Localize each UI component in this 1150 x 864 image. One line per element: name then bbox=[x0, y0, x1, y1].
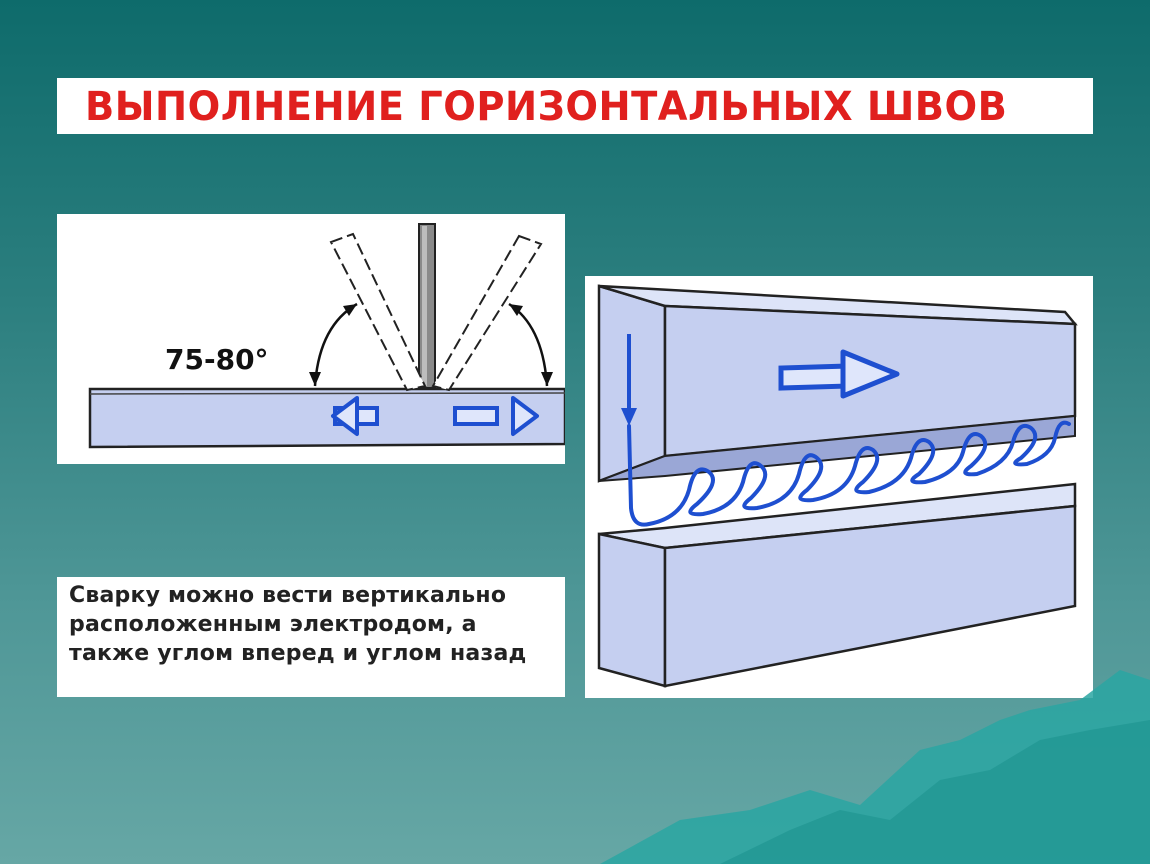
angle-label: 75-80° bbox=[165, 343, 269, 376]
upper-plate-end bbox=[597, 284, 667, 483]
title-banner: ВЫПОЛНЕНИЕ ГОРИЗОНТАЛЬНЫХ ШВОВ bbox=[57, 78, 1093, 134]
horizontal-seam-diagram bbox=[585, 276, 1093, 698]
horizontal-seam-svg bbox=[597, 284, 1078, 688]
angle-arc-right bbox=[508, 302, 549, 387]
direction-arrow-icon bbox=[778, 349, 900, 399]
caption-box: Сварку можно вести вертикально расположе… bbox=[57, 577, 565, 697]
forward-tilted-electrode bbox=[329, 232, 427, 392]
arrow-down-icon bbox=[621, 334, 637, 426]
weaving-seam-path bbox=[627, 420, 1071, 527]
electrode-angle-diagram: 75-80° bbox=[57, 214, 565, 464]
electrode-angle-svg: 75-80° bbox=[88, 223, 565, 449]
angle-arc-left bbox=[313, 302, 358, 387]
lower-plate-face bbox=[663, 504, 1077, 688]
mountain-decoration bbox=[600, 670, 1150, 864]
arrow-left-icon bbox=[331, 396, 379, 436]
slide-title: ВЫПОЛНЕНИЕ ГОРИЗОНТАЛЬНЫХ ШВОВ bbox=[85, 84, 1008, 130]
caption-text: Сварку можно вести вертикально расположе… bbox=[69, 583, 527, 666]
backward-tilted-electrode bbox=[431, 234, 543, 392]
arrow-right-icon bbox=[453, 396, 539, 436]
